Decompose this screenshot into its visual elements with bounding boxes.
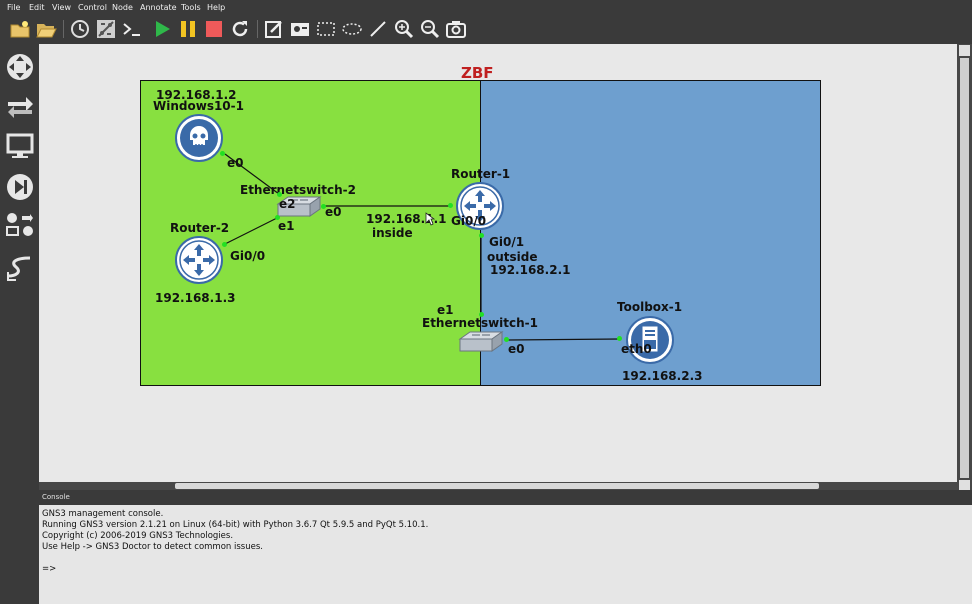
browse-switches-icon[interactable] — [4, 90, 36, 122]
vertical-scrollbar[interactable] — [957, 44, 972, 491]
router1-port-outside-dot — [479, 233, 484, 238]
show-interface-labels-icon[interactable] — [95, 18, 117, 40]
outside-zone-label: outside — [487, 250, 538, 264]
windows-name: Windows10-1 — [153, 99, 244, 113]
topology-canvas[interactable]: ZBF 192.168.1.2 Windows10-1 e0 Ethernets… — [39, 44, 957, 482]
reload-all-icon[interactable] — [229, 18, 251, 40]
start-triangle — [156, 21, 170, 37]
switch1-port-e1-dot — [479, 312, 484, 317]
menu-help[interactable]: Help — [207, 3, 226, 12]
switch2-port-e1: e1 — [278, 219, 295, 233]
console-titlebar: Console — [39, 490, 972, 505]
router2-port-label: Gi0/0 — [230, 249, 266, 263]
switch2-port-e0-dot — [321, 204, 326, 209]
router1-ip-outside: 192.168.2.1 — [490, 263, 571, 277]
toolbox-node[interactable] — [625, 315, 675, 369]
console-panel[interactable]: GNS3 management console. Running GNS3 ve… — [39, 505, 972, 604]
switch2-port-e2-dot — [277, 192, 282, 197]
switch2-name: Ethernetswitch-2 — [240, 183, 357, 197]
router2-ip: 192.168.1.3 — [155, 291, 236, 305]
menu-control[interactable]: Control — [78, 3, 107, 12]
router2-name: Router-2 — [170, 221, 230, 235]
draw-rectangle-icon[interactable] — [315, 18, 337, 40]
console-line — [42, 553, 969, 564]
router1-port-outside: Gi0/1 — [489, 235, 525, 249]
link-switch2-router2 — [224, 217, 278, 245]
toolbar — [0, 16, 972, 44]
start-all-icon[interactable] — [151, 18, 173, 40]
switch2-port-e2: e2 — [279, 197, 296, 211]
link-switch1-toolbox — [504, 338, 621, 341]
toolbox-port-dot — [617, 336, 622, 341]
console-prompt[interactable]: => — [42, 564, 57, 574]
windows-port-dot — [220, 151, 225, 156]
menu-file[interactable]: File — [7, 3, 21, 12]
horizontal-scrollbar[interactable] — [39, 482, 957, 490]
screenshot-icon[interactable] — [445, 18, 467, 40]
new-project-icon[interactable] — [9, 18, 31, 40]
inside-zone-label: inside — [372, 226, 413, 240]
menu-annotate[interactable]: Annotate — [140, 3, 177, 12]
zoom-out-icon[interactable] — [419, 18, 441, 40]
vertical-scroll-thumb[interactable] — [960, 58, 969, 478]
console-line: Use Help -> GNS3 Doctor to detect common… — [42, 542, 263, 552]
switch1-port-e1: e1 — [437, 303, 454, 317]
open-project-icon[interactable] — [35, 18, 57, 40]
insert-picture-icon[interactable] — [289, 18, 311, 40]
browse-routers-icon[interactable] — [4, 51, 36, 83]
add-note-icon[interactable] — [263, 18, 285, 40]
device-dock — [0, 44, 39, 604]
menu-view[interactable]: View — [52, 3, 71, 12]
console-all-icon[interactable] — [121, 18, 143, 40]
console-line: Running GNS3 version 2.1.21 on Linux (64… — [42, 520, 429, 530]
link-windows-switch2 — [224, 153, 280, 195]
router1-port-inside: Gi0/0 — [451, 214, 487, 228]
link-layer — [224, 153, 621, 341]
menu-node[interactable]: Node — [112, 3, 133, 12]
switch1-port-e0: e0 — [508, 342, 525, 356]
draw-ellipse-icon[interactable] — [341, 18, 363, 40]
snapshot-clock-icon[interactable] — [69, 18, 91, 40]
switch2-port-e0: e0 — [325, 205, 342, 219]
draw-line-icon[interactable] — [367, 18, 389, 40]
router1-node[interactable] — [455, 181, 505, 235]
add-link-icon[interactable] — [4, 252, 36, 284]
switch1-name: Ethernetswitch-1 — [422, 316, 539, 330]
switch1-node[interactable] — [458, 331, 504, 357]
console-line: GNS3 management console. — [42, 509, 164, 519]
suspend-all-icon[interactable] — [177, 18, 199, 40]
horizontal-scroll-thumb[interactable] — [175, 483, 819, 489]
stop-all-icon[interactable] — [203, 18, 225, 40]
switch1-port-e0-dot — [504, 337, 509, 342]
router1-name: Router-1 — [451, 167, 511, 181]
router2-node[interactable] — [174, 235, 224, 289]
switch2-port-e1-dot — [275, 215, 280, 220]
windows-ip: 192.168.1.2 — [156, 88, 237, 102]
windows-node[interactable] — [174, 113, 224, 167]
menu-edit[interactable]: Edit — [29, 3, 45, 12]
switch2-node[interactable] — [276, 196, 322, 222]
toolbox-ip: 192.168.2.3 — [622, 369, 703, 383]
zoom-in-icon[interactable] — [393, 18, 415, 40]
toolbox-port-label: eth0 — [621, 342, 652, 356]
router1-port-inside-dot — [448, 203, 453, 208]
console-title: Console — [42, 493, 70, 501]
browse-security-devices-icon[interactable] — [4, 171, 36, 203]
topology-title: ZBF — [461, 64, 494, 82]
scroll-down-arrow[interactable] — [959, 480, 970, 491]
mouse-cursor — [425, 212, 435, 226]
menu-tools[interactable]: Tools — [181, 3, 201, 12]
browse-end-devices-icon[interactable] — [4, 130, 36, 162]
windows-port-label: e0 — [227, 156, 244, 170]
console-line: Copyright (c) 2006-2019 GNS3 Technologie… — [42, 531, 234, 541]
scroll-up-arrow[interactable] — [959, 45, 970, 56]
browse-all-devices-icon[interactable] — [4, 210, 36, 242]
toolbox-name: Toolbox-1 — [617, 300, 683, 314]
menu-bar: File Edit View Control Node Annotate Too… — [0, 0, 972, 16]
router2-port-dot — [222, 242, 227, 247]
